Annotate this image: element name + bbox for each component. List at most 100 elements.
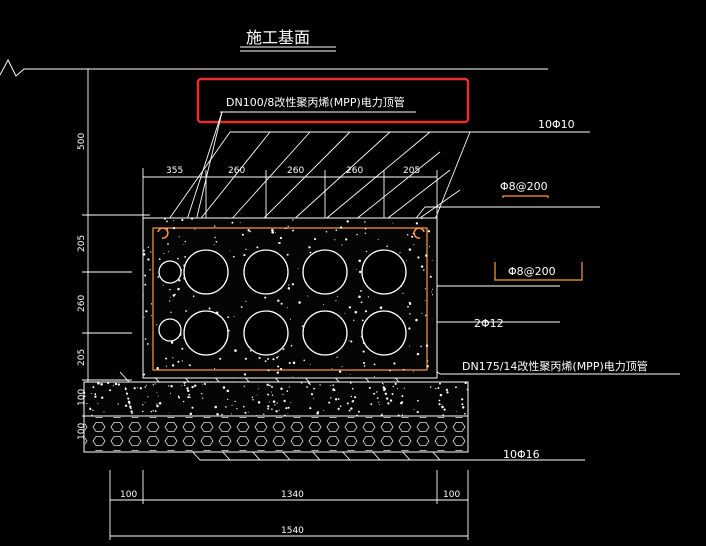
speckle [338, 370, 342, 373]
speckle [292, 361, 296, 365]
speckle [429, 275, 432, 278]
speckle [415, 222, 419, 225]
speckle [397, 388, 398, 390]
small-pipe-top [158, 260, 182, 284]
speckle [277, 356, 279, 357]
speckle [455, 410, 457, 412]
speckle [124, 404, 128, 407]
speckle [358, 259, 361, 262]
speckle [339, 405, 342, 407]
speckle [86, 402, 88, 405]
speckle [142, 249, 145, 252]
speckle [421, 312, 423, 314]
speckle [424, 288, 426, 290]
speckle [182, 400, 185, 403]
speckle [221, 413, 223, 416]
speckle [240, 306, 243, 308]
speckle [309, 407, 311, 409]
speckle [461, 403, 464, 406]
speckle [392, 385, 394, 388]
speckle [386, 244, 388, 246]
speckle [377, 238, 379, 241]
ground-line [0, 58, 548, 77]
speckle [168, 300, 171, 302]
speckle [426, 365, 429, 368]
speckle [367, 296, 370, 298]
speckle [413, 244, 415, 246]
speckle [325, 231, 328, 233]
speckle [165, 357, 168, 360]
speckle [301, 325, 304, 328]
speckle [185, 310, 187, 312]
speckle [386, 397, 389, 400]
speckle [184, 240, 186, 243]
bottom-rebar-label: 10Φ16 [503, 448, 540, 461]
speckle [158, 258, 161, 260]
speckle [310, 363, 312, 365]
speckle [181, 347, 184, 350]
speckle [341, 366, 343, 368]
speckle [165, 365, 168, 367]
base-layers [83, 381, 469, 453]
speckle [230, 413, 232, 415]
speckle [147, 396, 149, 398]
speckle [271, 231, 274, 234]
speckle [257, 401, 261, 404]
speckle [370, 403, 373, 406]
speckle [437, 387, 440, 389]
speckle [348, 306, 352, 309]
speckle [216, 413, 219, 416]
speckle [394, 382, 397, 385]
speckle [443, 408, 446, 411]
dim-left-2: 205 [77, 235, 87, 252]
speckle [424, 299, 426, 301]
speckle [282, 393, 284, 396]
speckle [368, 386, 371, 389]
speckle [172, 357, 174, 359]
speckle [232, 255, 235, 258]
speckle [194, 228, 196, 230]
speckle [100, 382, 103, 386]
speckle [277, 299, 280, 302]
speckle [334, 398, 338, 401]
speckle [382, 386, 385, 389]
speckle [337, 398, 340, 400]
speckle [188, 396, 191, 399]
speckle [389, 369, 391, 372]
speckle [346, 402, 349, 405]
pipe-group [158, 249, 407, 356]
speckle [139, 387, 142, 390]
speckle [186, 389, 190, 393]
speckle [256, 415, 258, 417]
speckle [182, 243, 184, 245]
speckle [430, 291, 432, 293]
side-rebar-label: 2Φ12 [474, 317, 504, 330]
speckle [133, 387, 136, 390]
drawing-title: 施工基面 [246, 28, 310, 47]
speckle [393, 362, 396, 365]
speckle [350, 340, 353, 343]
speckle [172, 294, 176, 297]
speckle [406, 234, 409, 236]
dim-bottom-left: 100 [120, 490, 137, 500]
speckle [290, 402, 291, 404]
speckle [288, 361, 291, 365]
speckle [91, 414, 93, 417]
dim-top-2: 260 [228, 166, 245, 176]
speckle [323, 304, 325, 305]
speckle [97, 403, 99, 405]
speckle [364, 227, 367, 230]
speckle [461, 406, 465, 409]
speckle [94, 395, 97, 398]
speckle [351, 400, 354, 403]
speckle [298, 301, 301, 304]
speckle [446, 391, 449, 394]
speckle [329, 385, 332, 387]
speckle [154, 410, 157, 412]
speckle [464, 412, 466, 415]
speckle [222, 386, 226, 389]
speckle [286, 307, 288, 309]
speckle [415, 318, 418, 322]
speckle [362, 350, 365, 353]
